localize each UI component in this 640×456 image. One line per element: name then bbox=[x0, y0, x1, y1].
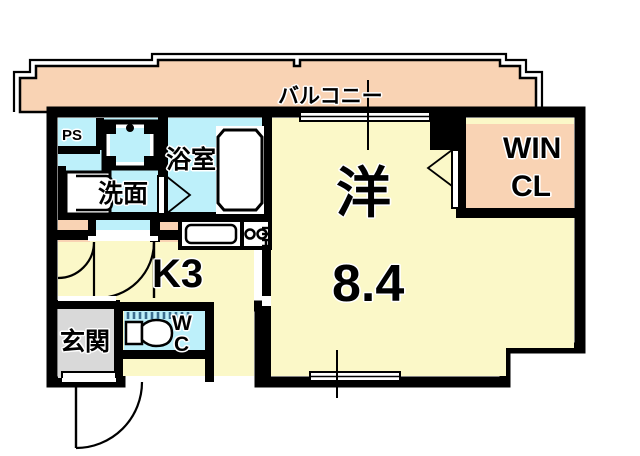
toilet-icon bbox=[124, 318, 174, 348]
sliding-partition-icon bbox=[262, 226, 270, 300]
bathtub-icon bbox=[216, 126, 264, 214]
folding-door-icon-bath bbox=[157, 175, 192, 215]
balcony-area bbox=[12, 52, 544, 114]
folding-door-icon-closet bbox=[426, 149, 460, 209]
sliding-window-icon-south bbox=[309, 350, 401, 398]
kitchen-sink-icon bbox=[178, 218, 244, 250]
swing-door-icon-washroom bbox=[57, 241, 96, 296]
entrance-fill bbox=[58, 308, 120, 378]
sliding-window-icon-north bbox=[299, 80, 431, 150]
fixtures bbox=[57, 80, 460, 450]
closet-fill bbox=[462, 124, 574, 212]
toilet-door-track-icon bbox=[126, 312, 190, 319]
washing-machine-icon bbox=[101, 119, 159, 171]
interior-walls bbox=[52, 112, 580, 382]
vanity-sink-icon bbox=[64, 170, 117, 216]
